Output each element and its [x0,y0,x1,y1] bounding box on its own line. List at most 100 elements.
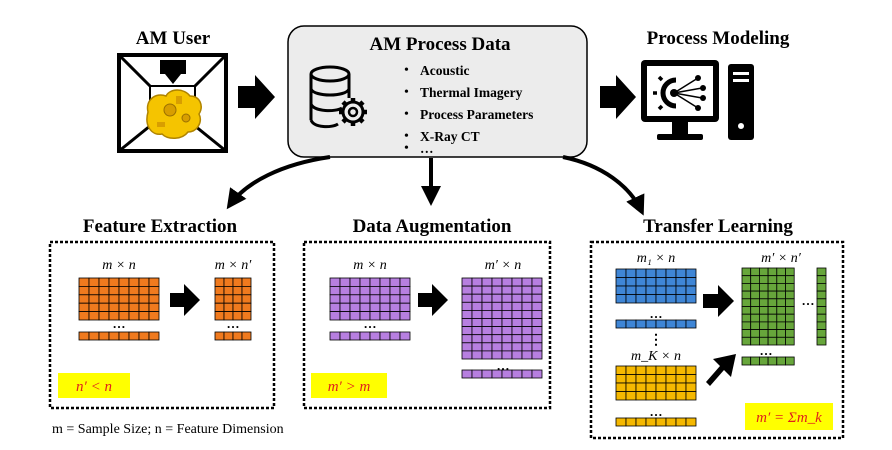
feature-extraction-title: Feature Extraction [83,216,238,237]
matrix-cell [785,329,795,338]
matrix-cell [816,290,827,300]
matrix-cell [750,298,760,307]
matrix-cell [232,302,243,313]
matrix-cell [399,285,411,296]
matrix-cell [214,294,225,304]
matrix-cell [461,369,473,379]
matrix-cell [511,326,523,336]
matrix-cell [501,301,513,311]
matrix-cell [645,268,657,278]
matrix-cell [665,417,677,427]
matrix-cell [759,275,769,284]
matrix-cell [481,293,493,303]
matrix-cell [816,313,827,323]
bullet-icon: • [404,129,409,144]
matrix-cell [78,285,90,296]
matrix-cell [461,326,473,336]
matrix-cell [128,294,140,304]
matrix-cell [675,382,687,392]
matrix-cell [741,313,752,323]
matrix-cell [531,277,543,287]
matrix-cell [635,294,647,304]
matrix-cell [214,331,225,341]
fe-output-ellipsis: … [227,316,240,331]
process-data-title: AM Process Data [369,34,511,55]
matrix-cell [379,331,391,341]
matrix-cell [501,342,513,352]
matrix-cell [108,294,120,304]
matrix-cell [88,311,100,321]
matrix-cell [491,285,503,295]
matrix-cell [481,350,493,360]
fe-condition: n′ < n [76,379,112,395]
bullet-icon: • [404,85,409,100]
matrix-cell [491,334,503,344]
matrix-cell [685,319,697,329]
matrix-cell [471,369,483,379]
matrix-cell [399,302,411,313]
matrix-cell [359,331,371,341]
da-output-ellipsis: … [497,358,510,373]
matrix-cell [741,329,752,338]
matrix-cell [511,350,523,360]
list-item: X-Ray CT [420,129,480,144]
matrix-cell [531,342,543,352]
matrix-cell [759,282,769,292]
matrix-cell [399,277,411,287]
matrix-cell [88,277,100,287]
matrix-cell [645,365,657,375]
da-input-row-vector [329,331,411,341]
matrix-cell [655,382,667,392]
matrix-cell [625,391,637,401]
matrix-cell [501,326,513,336]
matrix-cell [685,294,697,304]
matrix-cell [625,365,637,375]
matrix-cell [615,417,627,427]
matrix-cell [88,285,100,296]
tl-input1-ellipsis: … [650,306,663,321]
matrix-cell [750,282,760,292]
gear-network-icon [653,75,706,111]
matrix-cell [665,277,677,287]
matrix-cell [625,268,637,278]
matrix-cell [741,290,752,300]
matrix-cell [339,294,351,304]
matrix-cell [471,285,483,295]
matrix-cell [759,356,769,366]
tl-vdots: ⋮ [649,333,663,348]
matrix-cell [655,374,667,384]
matrix-cell [491,301,503,311]
matrix-cell [369,302,381,313]
matrix-cell [635,268,647,278]
matrix-cell [759,290,769,300]
fe-output-matrix [214,277,252,321]
matrix-cell [501,309,513,319]
matrix-cell [531,326,543,336]
matrix-cell [521,350,533,360]
matrix-cell [816,275,827,284]
tl-output-column-vector [816,267,827,346]
printer-icon [117,53,228,153]
matrix-cell [776,267,786,277]
da-output-label: m′ × n [485,258,522,273]
matrix-cell [379,302,391,313]
matrix-cell [78,302,90,313]
matrix-cell [785,282,795,292]
matrix-cell [655,319,667,329]
fe-input-row-vector [78,331,160,341]
fe-condition-highlight [58,373,130,398]
matrix-cell [148,285,160,296]
matrix-cell [481,309,493,319]
matrix-cell [471,277,483,287]
matrix-cell [625,285,637,295]
tl-output-ellipsis: … [760,343,773,358]
matrix-cell [685,391,697,401]
matrix-cell [223,331,234,341]
fe-input-matrix [78,277,160,321]
matrix-cell [759,321,769,330]
matrix-cell [635,391,647,401]
matrix-cell [531,318,543,328]
matrix-cell [665,294,677,304]
matrix-cell [655,285,667,295]
matrix-cell [776,275,786,284]
